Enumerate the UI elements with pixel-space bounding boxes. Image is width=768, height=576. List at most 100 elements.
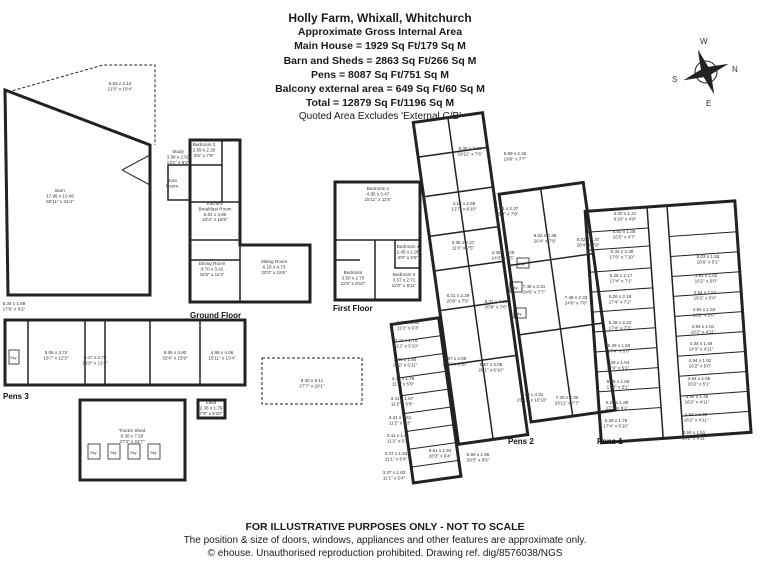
- compass: W N S E: [672, 37, 738, 108]
- area-subtitle: Approximate Gross Internal Area: [297, 26, 463, 39]
- barn-outline: [3, 87, 152, 297]
- sky-marker: Sky: [90, 450, 97, 455]
- label-pens-2: Pens 2: [508, 437, 534, 446]
- sky-marker: Sky: [110, 450, 117, 455]
- pens-3-outline: [3, 318, 247, 387]
- label-pens-3: Pens 3: [3, 392, 29, 401]
- shed-outline: [196, 398, 227, 420]
- label-first-floor: First Floor: [333, 304, 373, 313]
- compass-south: S: [672, 75, 677, 84]
- area-main-house: Main House = 1929 Sq Ft/179 Sq M: [294, 40, 466, 53]
- label-ground-floor: Ground Floor: [190, 311, 241, 320]
- sky-marker: Sky: [511, 285, 518, 290]
- tractor-shed-outline: [78, 398, 187, 482]
- compass-west: W: [700, 37, 708, 46]
- sky-marker: Sky: [515, 311, 522, 316]
- area-balcony: Balcony external area = 649 Sq Ft/60 Sq …: [275, 83, 485, 96]
- ground-floor-outline: [188, 138, 312, 304]
- footer-block: FOR ILLUSTRATIVE PURPOSES ONLY - NOT TO …: [150, 521, 620, 560]
- area-barn-sheds: Barn and Sheds = 2863 Sq Ft/266 Sq M: [283, 54, 477, 67]
- label-pens-1: Pens 1: [597, 437, 623, 446]
- title-block: Holly Farm, Whixall, Whitchurch Approxim…: [200, 11, 560, 125]
- balcony-outline: [7, 64, 156, 145]
- yard-outline: [261, 357, 363, 405]
- footer-note: The position & size of doors, windows, a…: [183, 535, 587, 546]
- sky-marker: Sky: [150, 450, 157, 455]
- sky-marker: Sky: [518, 261, 525, 266]
- compass-north: N: [732, 65, 738, 74]
- area-total: Total = 12879 Sq Ft/1196 Sq M: [305, 97, 455, 110]
- area-pens: Pens = 8087 Sq Ft/751 Sq M: [310, 68, 450, 81]
- sky-marker: Sky: [10, 355, 17, 360]
- pens-2-outline: [389, 111, 617, 485]
- property-title: Holly Farm, Whixall, Whitchurch: [288, 11, 472, 25]
- area-note: Quoted Area Excludes 'External C/B': [298, 111, 462, 123]
- footer-disclaimer: FOR ILLUSTRATIVE PURPOSES ONLY - NOT TO …: [245, 521, 525, 533]
- pens-1-outline: [583, 199, 753, 445]
- sky-marker: Sky: [130, 450, 137, 455]
- compass-east: E: [706, 99, 711, 108]
